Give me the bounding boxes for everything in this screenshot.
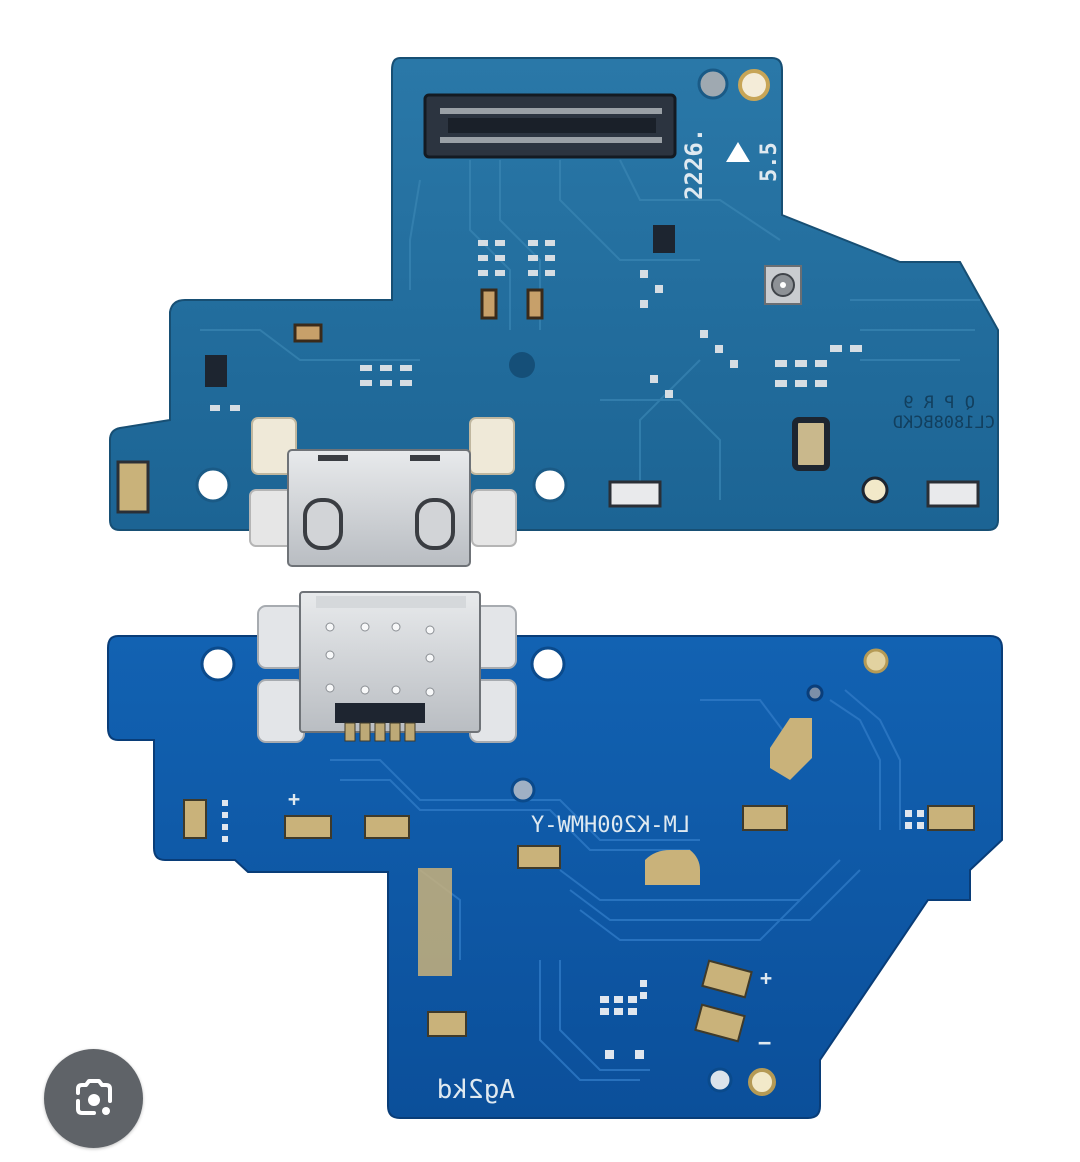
minus-marking: −	[758, 1031, 771, 1056]
silkscreen-version: 5.5	[757, 142, 782, 182]
plus-marking: +	[288, 787, 300, 811]
micro-usb-connector	[249, 417, 517, 567]
rf-connector	[764, 265, 802, 305]
usb-c-connector	[257, 591, 517, 743]
google-lens-icon	[75, 1078, 112, 1115]
warning-triangle-icon	[726, 142, 750, 162]
google-lens-button[interactable]	[44, 1049, 143, 1148]
silkscreen-rev: Q P R 9	[903, 393, 975, 413]
silkscreen-model: LM-K200HMW-Y	[531, 813, 690, 838]
silkscreen-code-bottom: Ag2kd	[437, 1075, 515, 1105]
top-board: 2226. 5.5 CL1808BCKD Q P R 9	[109, 57, 999, 567]
silkscreen-part-code: CL1808BCKD	[893, 413, 995, 433]
bottom-board: LM-K200HMW-Y Ag2kd + + −	[107, 591, 1003, 1119]
silkscreen-code: 2226.	[680, 128, 708, 200]
plus-marking-2: +	[760, 966, 772, 990]
